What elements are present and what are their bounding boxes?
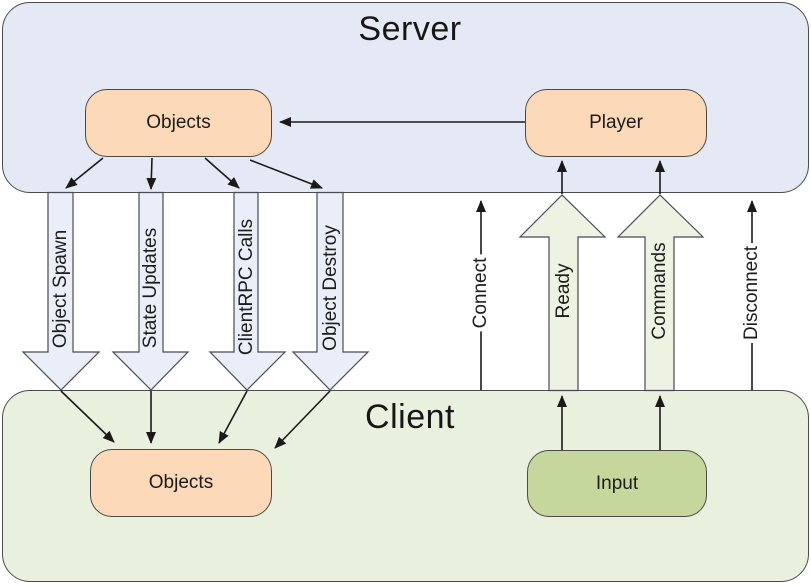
client-zone-title: Client	[365, 398, 455, 436]
label-state-updates: State Updates	[140, 227, 161, 349]
label-ready: Ready	[553, 263, 574, 319]
label-connect: Connect	[470, 254, 492, 332]
label-clientrpc-calls: ClientRPC Calls	[236, 218, 257, 356]
label-object-spawn: Object Spawn	[50, 229, 71, 349]
server-zone-title: Server	[358, 10, 462, 48]
server-objects-node: Objects	[85, 89, 272, 157]
client-objects-node: Objects	[90, 449, 272, 517]
client-input-node: Input	[527, 450, 707, 517]
label-disconnect: Disconnect	[741, 243, 763, 343]
label-commands: Commands	[649, 242, 670, 340]
server-player-node: Player	[525, 89, 707, 157]
label-object-destroy: Object Destroy	[320, 225, 341, 351]
